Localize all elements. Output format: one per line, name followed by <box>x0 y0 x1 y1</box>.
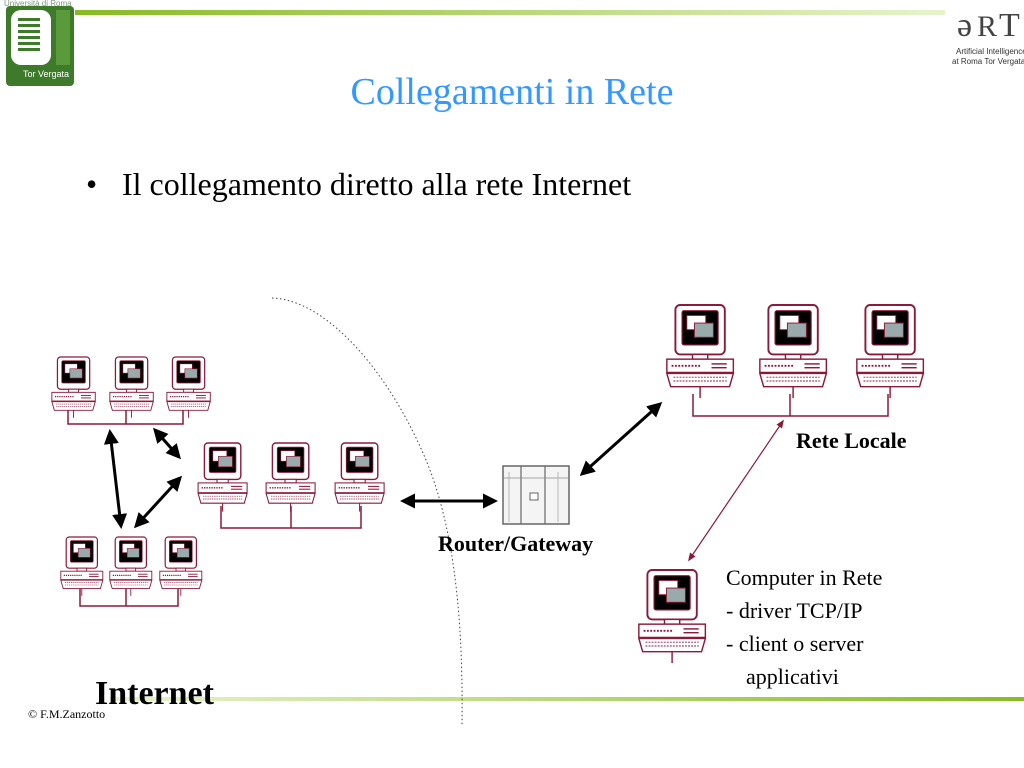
computer-description-line: - driver TCP/IP <box>726 598 863 623</box>
computer-icon <box>60 536 104 597</box>
net-cluster-a <box>51 356 211 425</box>
net-cluster-b <box>197 442 385 529</box>
university-name: Tor Vergata <box>23 69 70 79</box>
svg-text:ə: ə <box>957 7 972 44</box>
bullet-item: • Il collegamento diretto alla rete Inter… <box>86 166 631 203</box>
art-logo: ə R T <box>957 7 1020 44</box>
lan-cluster <box>665 304 925 417</box>
university-logo <box>6 6 74 86</box>
copyright: © F.M.Zanzotto <box>28 707 106 721</box>
university-caption: Università di Roma <box>4 0 72 8</box>
router-label: Router/Gateway <box>438 531 594 556</box>
art-caption-line1: Artificial Intelligence <box>956 47 1024 56</box>
bullet-symbol: • <box>86 166 98 202</box>
internet-label: Internet <box>95 675 214 712</box>
internet-boundary <box>271 297 463 726</box>
computer-icon <box>758 304 828 400</box>
computer-icon <box>665 304 735 400</box>
slide-title: Collegamenti in Rete <box>350 71 674 113</box>
computer-icon <box>159 536 203 597</box>
top-rule <box>75 10 945 15</box>
computer-icon <box>51 356 96 419</box>
computer-icon <box>166 356 211 419</box>
connection-arrows <box>103 401 663 529</box>
computer-icon <box>855 304 925 400</box>
computer-description-line: Computer in Rete <box>726 565 883 590</box>
router-icon <box>502 465 570 525</box>
bottom-rule <box>110 697 1024 701</box>
computer-icon <box>334 442 385 513</box>
computer-description-line: - client o server <box>726 631 864 656</box>
computer-icon <box>265 442 316 513</box>
computer-icon <box>109 536 153 597</box>
svg-text:R: R <box>977 10 997 43</box>
computer-description: Computer in Rete - driver TCP/IP - clien… <box>726 561 882 693</box>
svg-text:T: T <box>999 7 1020 44</box>
lan-label: Rete Locale <box>796 428 907 453</box>
computer-description-line: applicativi <box>746 664 839 689</box>
net-cluster-c <box>60 536 203 607</box>
lan-link-arrow <box>688 419 784 562</box>
computer-icon <box>109 356 154 419</box>
computer-icon <box>197 442 248 513</box>
bullet-text: Il collegamento diretto alla rete Intern… <box>122 166 632 202</box>
art-caption-line2: at Roma Tor Vergata <box>952 57 1024 66</box>
computer-in-rete-icon <box>637 569 707 665</box>
